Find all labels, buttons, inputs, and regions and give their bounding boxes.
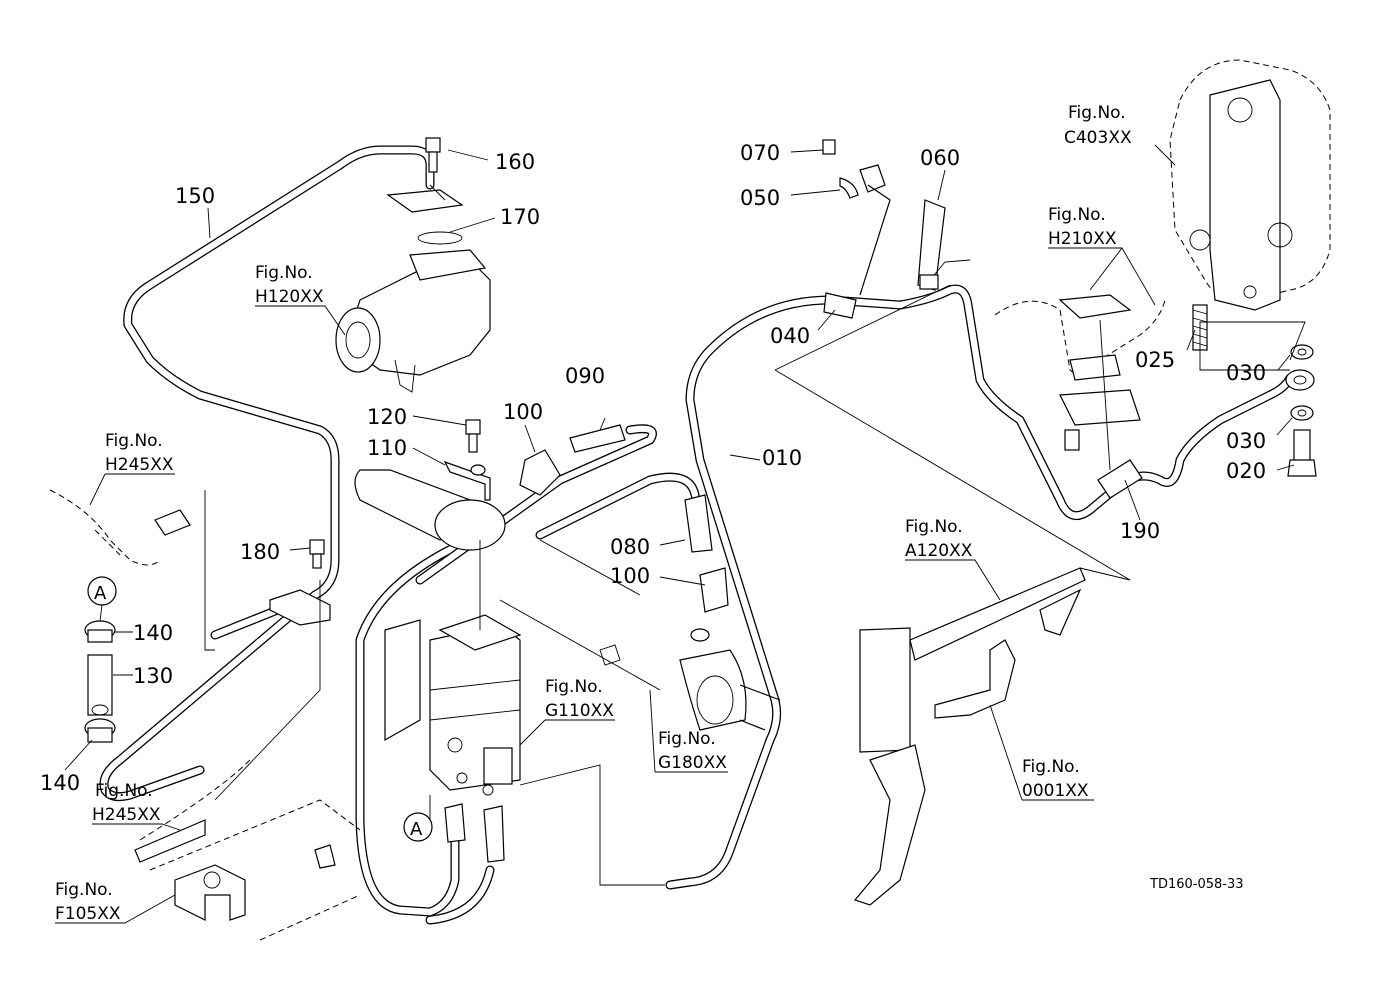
label-170: 170 [500, 205, 540, 229]
pipe-190 [825, 284, 1295, 521]
label-160: 160 [495, 150, 535, 174]
label-100-top: 100 [503, 400, 543, 424]
svg-text:Fig.No.: Fig.No. [55, 880, 113, 900]
svg-text:Fig.No.: Fig.No. [105, 431, 163, 451]
fig-a120: A120XX [905, 541, 973, 561]
label-140-bottom: 140 [40, 771, 80, 795]
fig-h120: H120XX [255, 287, 324, 307]
svg-text:Fig.No.: Fig.No. [658, 729, 716, 749]
fittings [443, 419, 729, 642]
bracket-a120 [853, 567, 1086, 906]
sleeve-190 [1097, 459, 1143, 499]
valve-c403 [1169, 59, 1331, 311]
pipe-150 [99, 145, 435, 802]
label-080: 080 [610, 535, 650, 559]
drawing-code: TD160-058-33 [1149, 877, 1244, 892]
label-100-bottom: 100 [610, 564, 650, 588]
label-025: 025 [1135, 348, 1175, 372]
label-050: 050 [740, 186, 780, 210]
fig-0001: 0001XX [1022, 781, 1089, 801]
fig-c403: C403XX [1064, 128, 1132, 148]
fig-g110: G110XX [545, 701, 614, 721]
label-120: 120 [367, 405, 407, 429]
fig-references: Fig.No. C403XX Fig.No. H210XX Fig.No. H1… [55, 103, 1176, 924]
label-060: 060 [920, 146, 960, 170]
pipe-010 [665, 295, 835, 890]
fig-f105: F105XX [55, 904, 121, 924]
svg-text:Fig.No.: Fig.No. [545, 677, 603, 697]
leader-lines [204, 284, 1306, 886]
svg-text:A: A [94, 583, 107, 604]
label-140-top: 140 [133, 621, 173, 645]
frame-h245 [49, 489, 361, 941]
svg-text:Fig.No.: Fig.No. [1022, 757, 1080, 777]
label-130: 130 [133, 664, 173, 688]
part-labels: 160 170 150 070 050 060 040 025 030 030 … [40, 141, 1295, 795]
label-020: 020 [1226, 459, 1266, 483]
label-180: 180 [240, 540, 280, 564]
hose-090-080 [415, 424, 700, 585]
svg-text:Fig.No.: Fig.No. [1048, 205, 1106, 225]
label-010: 010 [762, 446, 802, 470]
bolt-160 [425, 137, 441, 173]
label-190: 190 [1120, 519, 1160, 543]
svg-text:Fig.No.: Fig.No. [905, 517, 963, 537]
connection-markers: A A [87, 576, 433, 842]
svg-text:Fig.No.: Fig.No. [255, 263, 313, 283]
label-090: 090 [565, 364, 605, 388]
fig-g180: G180XX [658, 753, 727, 773]
cylinder-g180 [354, 469, 781, 731]
label-030-bottom: 030 [1226, 429, 1266, 453]
valve-block-g110 [384, 614, 522, 863]
pump-h120 [335, 184, 491, 393]
bracket-h210 [994, 294, 1166, 451]
fig-h245-top: H245XX [105, 455, 174, 475]
label-150: 150 [175, 184, 215, 208]
hose-loop [355, 535, 495, 925]
label-110: 110 [367, 436, 407, 460]
bolt-180 [269, 539, 331, 626]
label-040: 040 [770, 324, 810, 348]
banjo-fitting [1285, 344, 1317, 477]
svg-text:Fig.No.: Fig.No. [95, 781, 153, 801]
hose-clamp-assembly [84, 620, 116, 743]
fig-h245-bottom: H245XX [92, 805, 161, 825]
svg-text:A: A [410, 819, 423, 840]
svg-text:Fig.No.: Fig.No. [1068, 103, 1126, 123]
label-030-top: 030 [1226, 361, 1266, 385]
clamp-parts [822, 139, 971, 319]
fig-h210: H210XX [1048, 229, 1117, 249]
label-070: 070 [740, 141, 780, 165]
marker-a-bottom [403, 812, 433, 842]
